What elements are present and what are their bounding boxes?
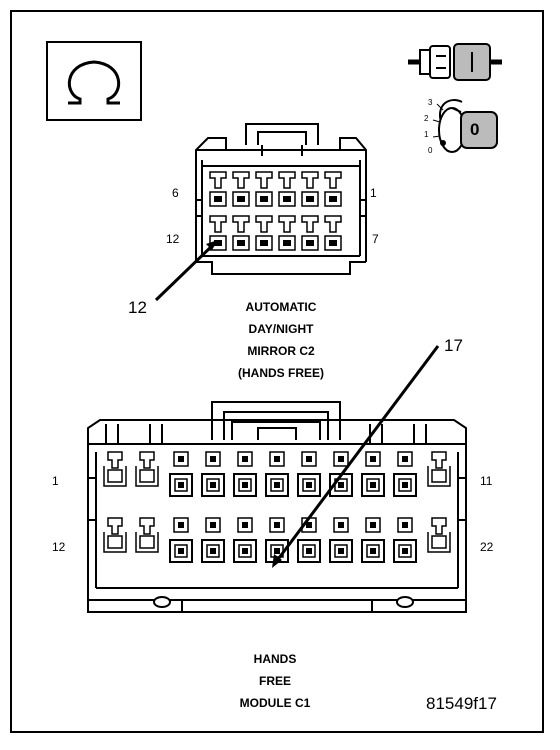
top-pin-6-label: 6 [172,186,179,200]
top-title-line-4: (HANDS FREE) [238,366,324,380]
mirror-cavity [278,171,296,207]
module-cavity [169,451,193,497]
mirror-cavity [324,215,342,251]
module-cavity [393,451,417,497]
mirror-cavity [255,215,273,251]
module-cavity [427,451,451,487]
module-connector-c1 [87,401,467,613]
bottom-pin-22-label: 22 [480,540,494,554]
bottom-pin-12-label: 12 [52,540,66,554]
module-cavity [201,451,225,497]
bottom-pin-1-label: 1 [52,474,59,488]
mirror-cavity [301,171,319,207]
module-cavity [233,517,257,563]
module-cavity [265,517,289,563]
module-cavity [135,517,159,553]
module-cavity [427,517,451,553]
module-cavity [169,517,193,563]
module-cavity [361,517,385,563]
module-cavity [297,451,321,497]
bottom-title-line-2: FREE [258,674,291,688]
top-pin-1-label: 1 [370,186,377,200]
module-cavity [233,451,257,497]
module-cavity [329,517,353,563]
module-cavity [393,517,417,563]
ignition-key-icon [432,99,498,153]
mirror-cavity [255,171,273,207]
key-position-2: 2 [424,114,429,123]
top-pin-7-label: 7 [372,232,379,246]
module-cavity [297,517,321,563]
mirror-cavity [232,171,250,207]
callout-arrow-17 [272,345,440,568]
diagram-frame [10,10,544,733]
mirror-cavity [301,215,319,251]
module-cavity [135,451,159,487]
key-position-3: 3 [428,98,433,107]
module-connector-cavities [103,451,451,563]
mirror-connector-cavities [209,171,342,251]
module-cavity [103,451,127,487]
figure-id: 81549f17 [426,694,497,713]
top-title-line-1: AUTOMATIC [245,300,317,314]
top-pin-12-label: 12 [166,232,180,246]
mirror-cavity [209,171,227,207]
omega-icon [46,41,142,121]
module-cavity [103,517,127,553]
module-cavity [201,517,225,563]
top-title-line-3: MIRROR C2 [247,344,315,358]
mirror-cavity [232,215,250,251]
top-callout-label: 12 [128,298,147,317]
bottom-title-line-1: HANDS [253,652,297,666]
mirror-cavity [278,215,296,251]
key-position-0: 0 [428,146,433,155]
bottom-callout-label: 17 [444,336,463,355]
mirror-connector-c2 [195,123,367,275]
mirror-cavity [324,171,342,207]
bottom-title-line-3: MODULE C1 [239,696,311,710]
key-position-1: 1 [424,130,429,139]
module-cavity [265,451,289,497]
key-label: 0 [470,120,480,139]
top-title-line-2: DAY/NIGHT [248,322,314,336]
callout-arrow-12 [154,240,218,302]
module-cavity [361,451,385,497]
connector-plug-icon [408,43,502,81]
bottom-pin-11-label: 11 [480,474,493,488]
